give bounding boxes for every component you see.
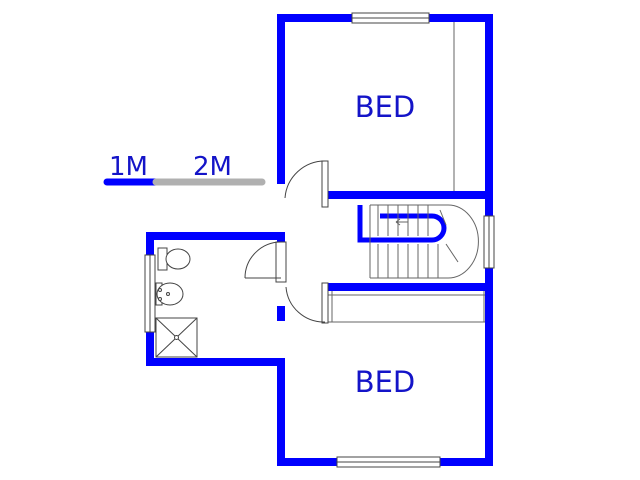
scale-bar: 1M 2M	[103, 152, 266, 186]
door-bathroom	[244, 241, 287, 283]
scale-label-1m: 1M	[109, 152, 148, 182]
door-lower-bed	[285, 282, 329, 324]
stair-handrail	[357, 205, 447, 243]
shower	[155, 317, 198, 358]
scale-label-2m: 2M	[193, 152, 232, 182]
room-label-bed-bottom: BED	[355, 365, 416, 399]
room-label-bed-top: BED	[355, 90, 416, 124]
stair-direction-arrow	[395, 218, 408, 226]
door-upper-bed	[284, 160, 329, 208]
toilet	[157, 247, 191, 271]
staircase	[357, 204, 479, 279]
windows	[144, 12, 495, 468]
doors	[244, 160, 329, 324]
basin	[155, 282, 184, 306]
interior-thin-lines	[327, 22, 488, 323]
walls	[146, 14, 493, 466]
bathroom-fixtures	[155, 247, 198, 358]
